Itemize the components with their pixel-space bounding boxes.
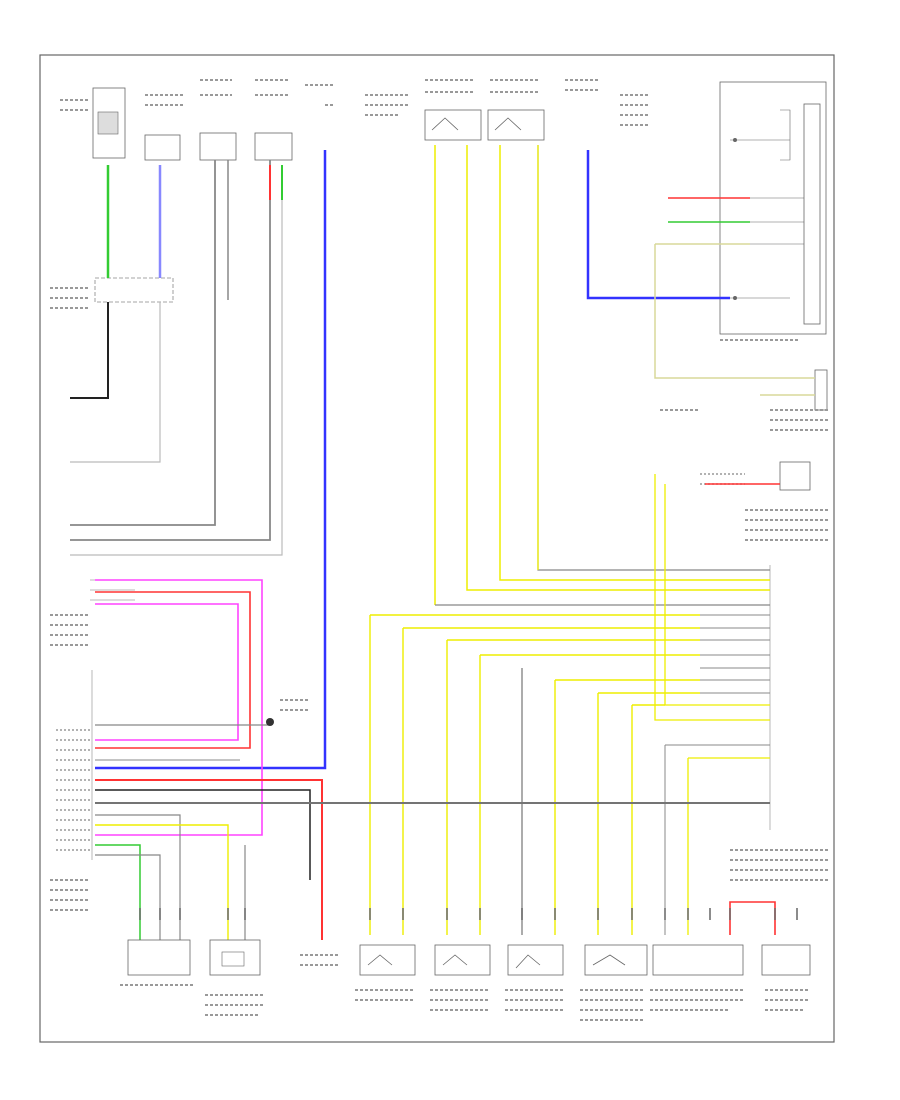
wire-yellow-r2 <box>664 484 770 706</box>
left-upper-connector <box>50 579 135 646</box>
top-right-module <box>719 81 827 341</box>
right-side-connector <box>660 369 830 431</box>
diagram-frame <box>39 54 835 1043</box>
bottom-sensor-3 <box>505 944 565 1011</box>
wire-pink-1 <box>95 579 263 836</box>
wire-gray-lb2 <box>95 854 161 940</box>
wire-blue-main <box>95 150 327 770</box>
right-upper-connector <box>745 461 830 541</box>
left-pin-labels <box>56 729 90 851</box>
left-lower-connector-pins <box>50 670 93 911</box>
wire-gray-4b <box>70 200 283 556</box>
left-splice-box <box>50 277 174 309</box>
ground-splice <box>266 718 274 726</box>
wire-red-1 <box>95 591 251 749</box>
bottom-sensor-4 <box>580 944 648 1021</box>
wire-yellow-sw2a <box>499 145 770 581</box>
bottom-sensor-2 <box>430 944 491 1011</box>
bottom-sensor-5 <box>650 944 745 1011</box>
wire-yellow-lb4 <box>95 824 229 940</box>
wire-gray-lb3 <box>95 814 181 940</box>
top-switch-2 <box>487 79 545 141</box>
wire-gray-2 <box>70 302 161 463</box>
wire-green-lb1 <box>95 844 141 940</box>
top-label-block <box>305 84 410 116</box>
bottom-buckle-sensor <box>120 939 195 986</box>
wire-khaki-tr <box>654 243 815 379</box>
top-left-component-1 <box>60 87 126 159</box>
wire-yellow-sw1b <box>466 145 770 591</box>
top-fuse-label <box>565 79 650 126</box>
wire-red-fuse <box>95 779 323 940</box>
wire-yellow-r1 <box>654 474 770 721</box>
wire-gray-3a <box>70 160 216 526</box>
bottom-sensor-6 <box>729 901 811 1011</box>
top-switch-1 <box>424 79 482 141</box>
top-left-component-2 <box>144 94 185 161</box>
wire-red-4 <box>70 160 271 541</box>
wire-pink-2 <box>95 603 239 741</box>
bottom-fuse <box>300 954 340 966</box>
right-upper-pins <box>700 473 745 485</box>
wire-black-1 <box>70 302 109 399</box>
pin-stubs <box>139 908 798 920</box>
bottom-sensor-1 <box>355 944 416 1001</box>
wire-yellow-sw2b <box>537 145 770 571</box>
right-main-connector <box>730 565 830 881</box>
top-left-component-3 <box>199 79 237 161</box>
bottom-belt-pretensioner <box>205 939 265 1016</box>
ground-label <box>280 699 310 711</box>
wire-blue-topright <box>586 150 730 300</box>
top-left-component-4 <box>254 79 293 161</box>
wire-black-fuse <box>95 789 311 880</box>
